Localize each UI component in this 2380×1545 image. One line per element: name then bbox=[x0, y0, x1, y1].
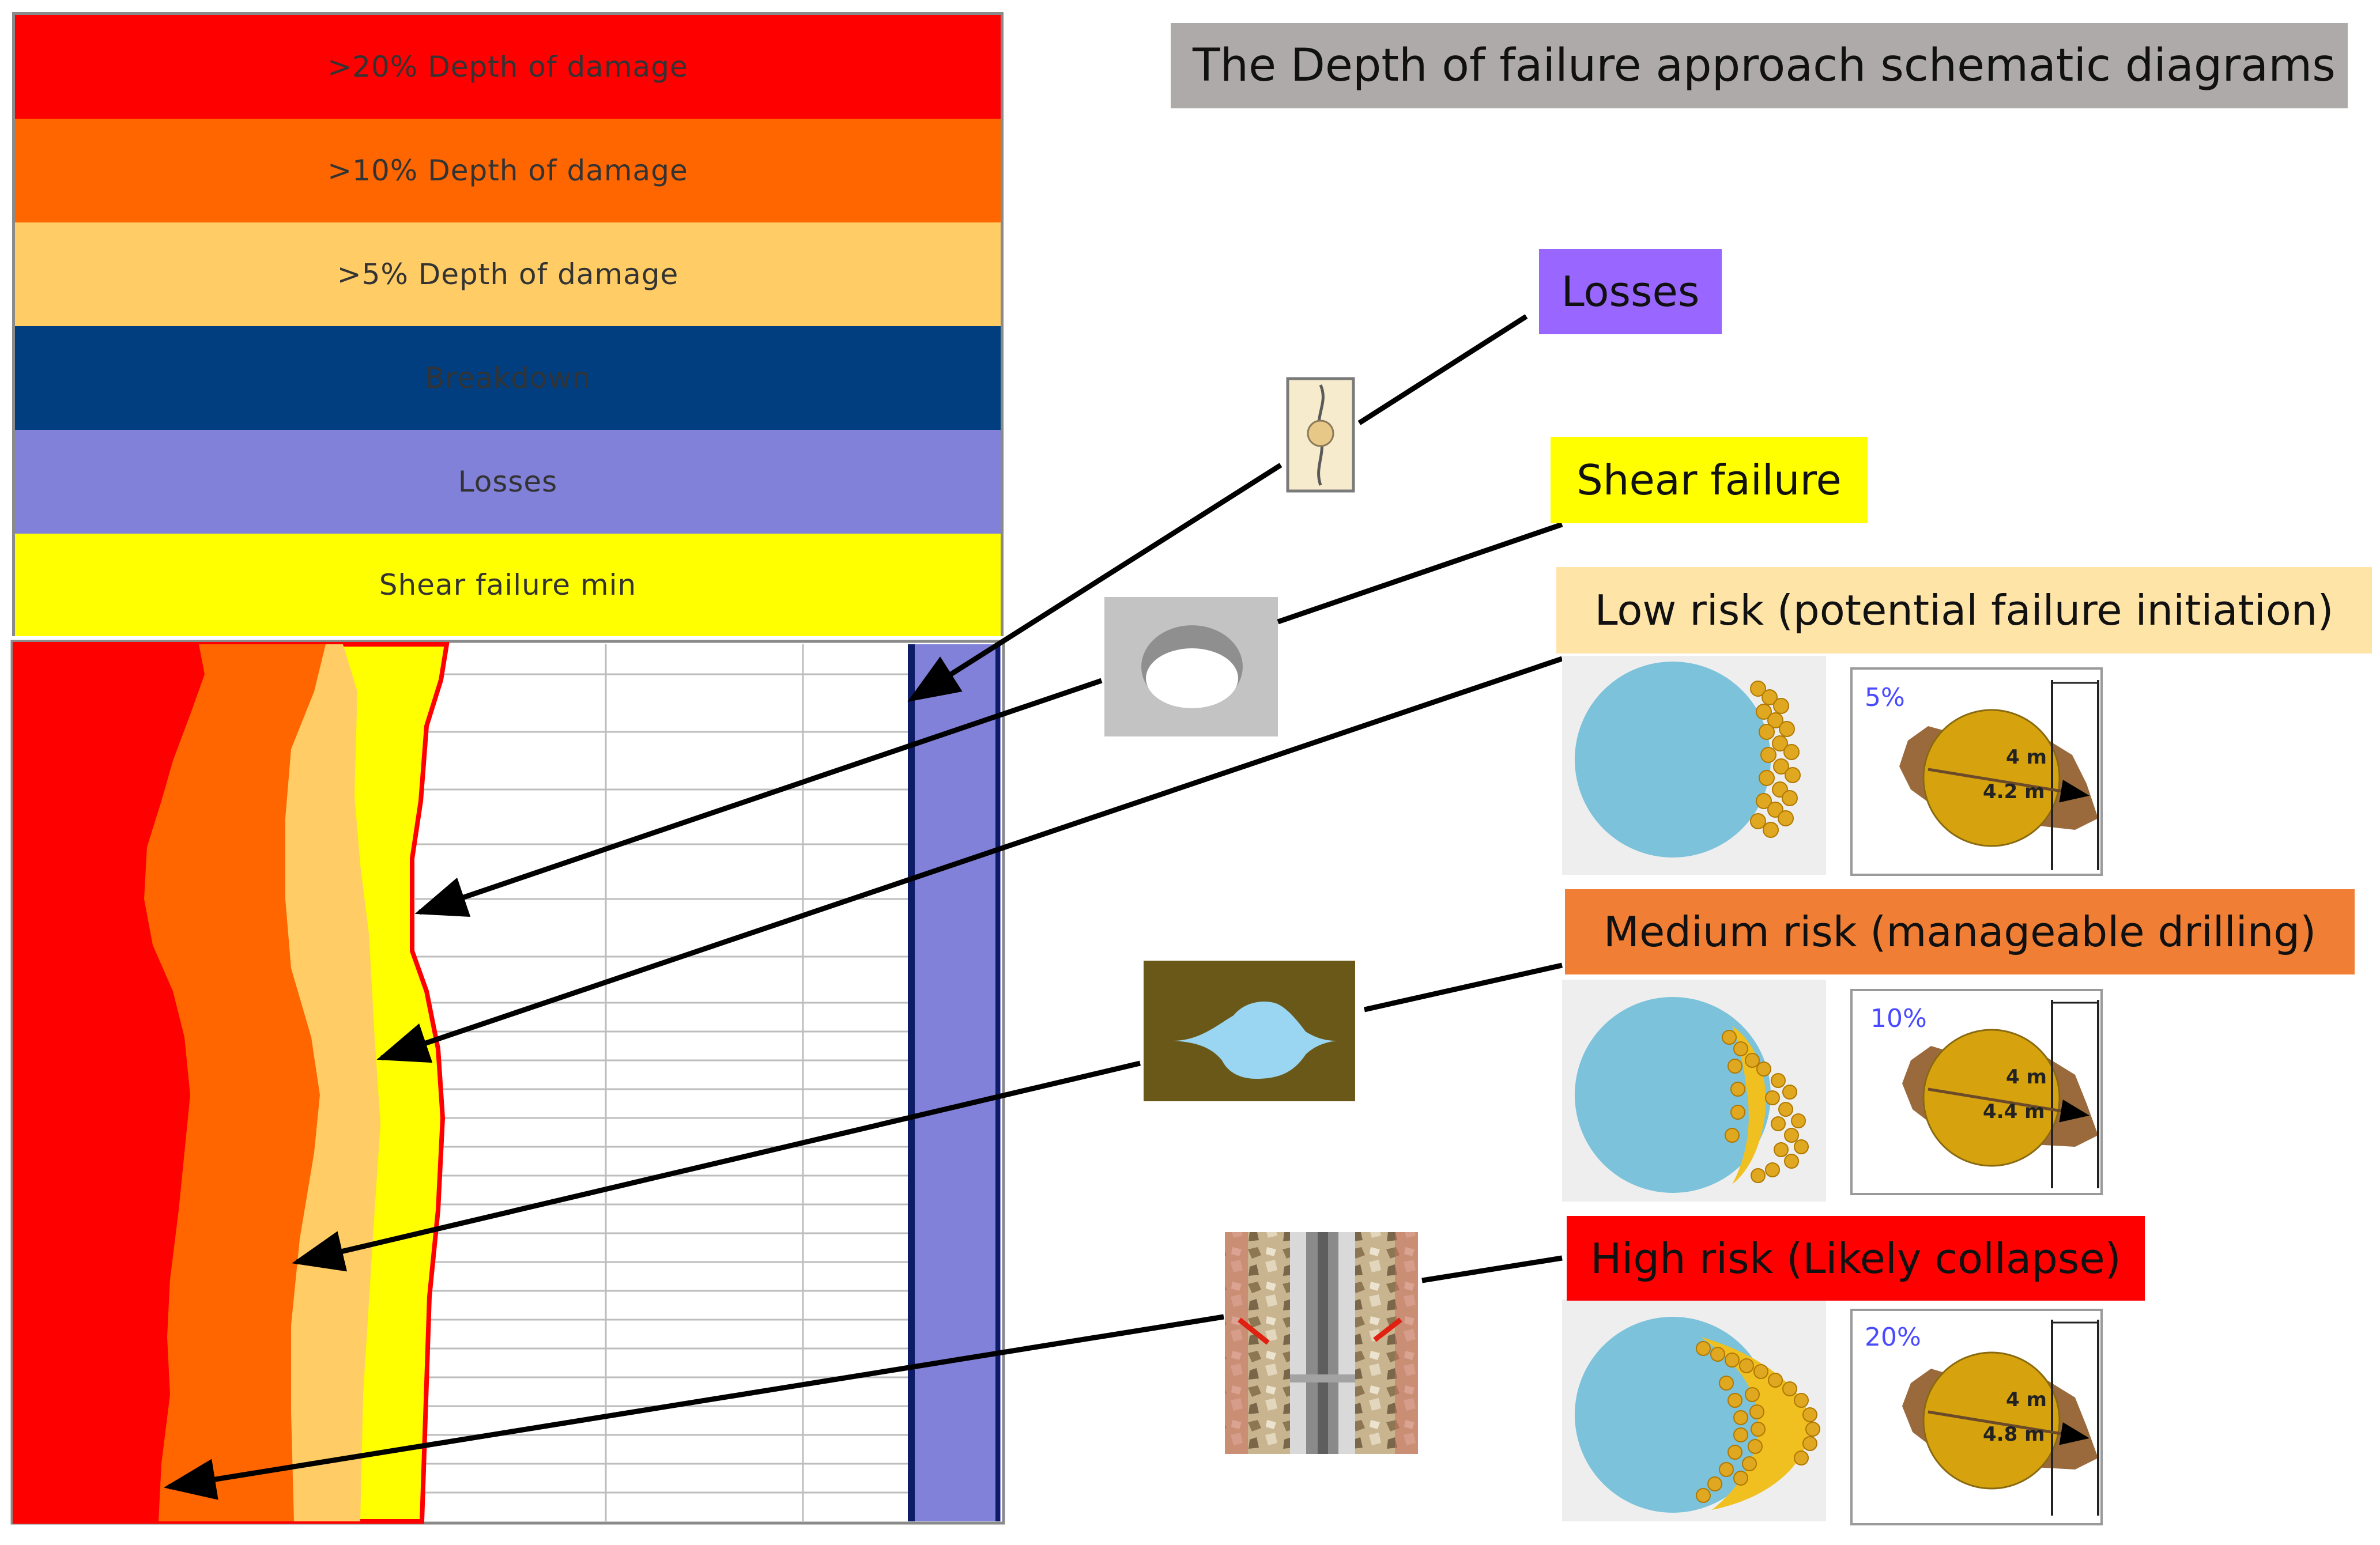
callout-high-text: High risk (Likely collapse) bbox=[1590, 1234, 2121, 1283]
inner-radius-label: 4 m bbox=[2006, 746, 2047, 769]
callout-low-text: Low risk (potential failure initiation) bbox=[1594, 586, 2334, 634]
legend-label: >10% Depth of damage bbox=[327, 154, 688, 187]
panel-percent: 5% bbox=[1865, 683, 1905, 712]
legend-table: >20% Depth of damage >10% Depth of damag… bbox=[12, 12, 1004, 636]
callout-low-risk: Low risk (potential failure initiation) bbox=[1556, 567, 2372, 653]
low-risk-radius-diagram: 5% 4 m 4.2 m bbox=[1850, 667, 2103, 876]
legend-row-10pct: >10% Depth of damage bbox=[15, 119, 1001, 222]
callout-arrows bbox=[164, 314, 1563, 1500]
legend-label: >5% Depth of damage bbox=[337, 258, 679, 291]
legend-row-breakdown: Breakdown bbox=[15, 326, 1001, 430]
wellbore-hole-icon bbox=[1104, 597, 1278, 736]
depth-log bbox=[10, 640, 1005, 1525]
panel-percent: 10% bbox=[1870, 1004, 1927, 1033]
legend-row-shear: Shear failure min bbox=[15, 534, 1001, 636]
inner-radius-label: 4 m bbox=[2006, 1388, 2047, 1411]
outer-radius-label: 4.2 m bbox=[1983, 780, 2045, 803]
legend-row-5pct: >5% Depth of damage bbox=[15, 222, 1001, 326]
callout-high-risk: High risk (Likely collapse) bbox=[1567, 1216, 2145, 1301]
callout-medium-risk: Medium risk (manageable drilling) bbox=[1565, 889, 2355, 974]
medium-risk-radius-diagram: 10% 4 m 4.4 m bbox=[1850, 989, 2103, 1195]
high-risk-radius-diagram: 20% 4 m 4.8 m bbox=[1850, 1309, 2103, 1525]
diagram-title: The Depth of failure approach schematic … bbox=[1171, 23, 2348, 108]
losses-column bbox=[908, 644, 1001, 1521]
diagram-title-text: The Depth of failure approach schematic … bbox=[1193, 40, 2336, 92]
legend-label: Losses bbox=[458, 465, 558, 498]
callout-losses-text: Losses bbox=[1561, 267, 1700, 316]
callout-shear-failure: Shear failure bbox=[1551, 437, 1868, 523]
outer-radius-label: 4.4 m bbox=[1983, 1100, 2045, 1123]
medium-risk-cross-section bbox=[1562, 980, 1826, 1202]
callout-losses: Losses bbox=[1539, 249, 1722, 334]
breakout-icon bbox=[1144, 961, 1355, 1101]
panel-percent: 20% bbox=[1865, 1323, 1921, 1352]
inner-radius-label: 4 m bbox=[2006, 1066, 2047, 1089]
depth-20pct-band bbox=[15, 644, 205, 1521]
callout-medium-text: Medium risk (manageable drilling) bbox=[1603, 908, 2317, 956]
low-risk-cross-section bbox=[1562, 656, 1826, 875]
high-risk-cross-section bbox=[1562, 1300, 1826, 1521]
outer-radius-label: 4.8 m bbox=[1983, 1423, 2045, 1446]
collapse-casing-icon bbox=[1225, 1232, 1418, 1454]
legend-row-losses: Losses bbox=[15, 430, 1001, 534]
legend-row-20pct: >20% Depth of damage bbox=[15, 15, 1001, 119]
legend-label: Breakdown bbox=[424, 361, 591, 395]
legend-label: >20% Depth of damage bbox=[327, 50, 688, 84]
callout-shear-text: Shear failure bbox=[1576, 456, 1842, 504]
legend-label: Shear failure min bbox=[379, 568, 637, 602]
losses-fracture-icon bbox=[1286, 377, 1355, 493]
